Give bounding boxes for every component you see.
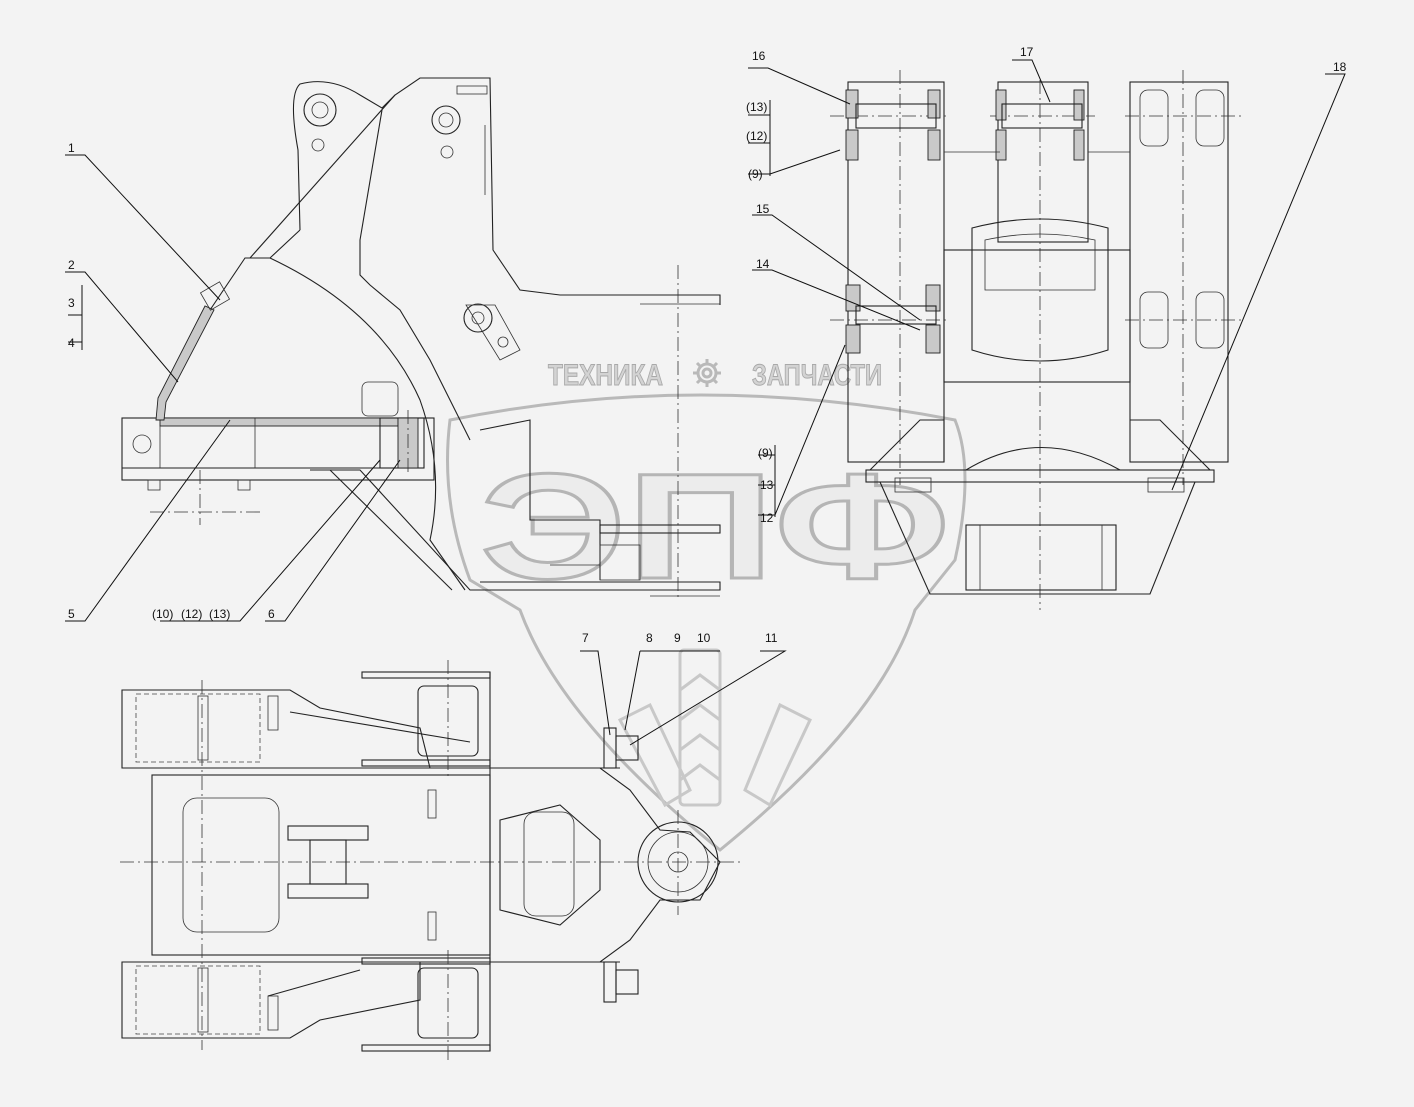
callout-r13: (13)	[746, 100, 767, 114]
watermark-right-text: ЗАПЧАСТИ	[752, 359, 882, 392]
gear-icon	[693, 359, 721, 387]
callout-5: 5	[68, 607, 75, 621]
callout-17: 17	[1020, 45, 1034, 59]
callout-8: 8	[646, 631, 653, 645]
callout-7: 7	[582, 631, 589, 645]
callout-r12: (12)	[746, 129, 767, 143]
callout-14: 14	[756, 257, 770, 271]
callout-labels: 1 2 3 4 5 (10) (12) (13) 6 7 8 9 10 11 1…	[68, 45, 1347, 645]
watermark-left-text: ТЕХНИКА	[548, 359, 663, 392]
callout-11: 11	[765, 631, 778, 645]
watermark-shield	[446, 393, 967, 852]
leader-lines	[65, 59, 1346, 746]
callout-m9: (9)	[758, 446, 773, 460]
front-view	[830, 70, 1245, 610]
callout-15: 15	[756, 202, 770, 216]
callout-p13: (13)	[209, 607, 230, 621]
callout-p10: (10)	[152, 607, 173, 621]
callout-9: 9	[674, 631, 681, 645]
callout-m13: 13	[760, 478, 774, 492]
plan-view	[120, 660, 740, 1060]
callout-16: 16	[752, 49, 766, 63]
callout-1: 1	[68, 141, 75, 155]
watermark-wheat	[617, 648, 812, 808]
callout-4: 4	[68, 336, 75, 350]
callout-18: 18	[1333, 60, 1347, 74]
callout-p12: (12)	[181, 607, 202, 621]
watermark: ЭПФ ТЕХНИКА ЗАПЧАСТИ	[446, 359, 967, 852]
side-view	[121, 77, 721, 600]
callout-m12: 12	[760, 511, 774, 525]
callout-10: 10	[697, 631, 711, 645]
callout-3: 3	[68, 296, 75, 310]
callout-2: 2	[68, 258, 75, 272]
watermark-big-text: ЭПФ	[480, 442, 950, 610]
callout-r9: (9)	[748, 167, 763, 181]
callout-6: 6	[268, 607, 275, 621]
